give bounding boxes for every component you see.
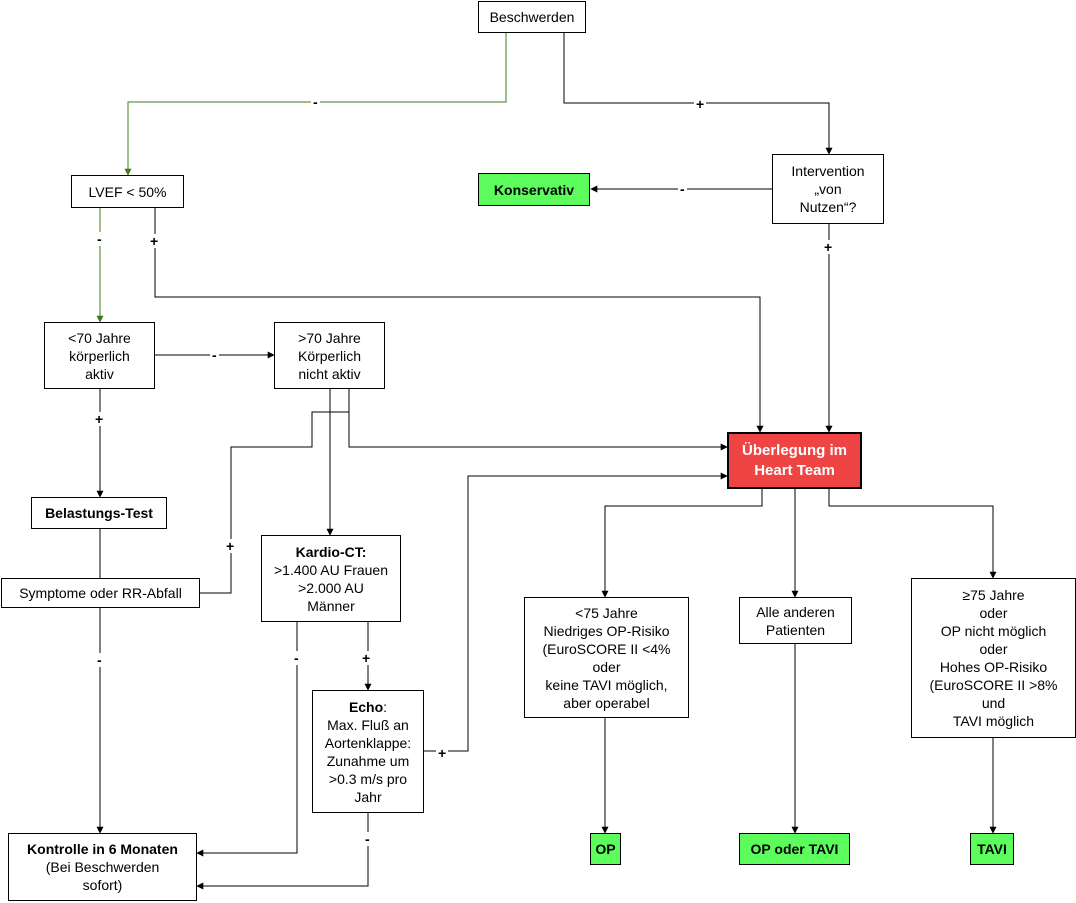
label-minus-intervention-konservativ: - xyxy=(678,181,687,197)
node-echo: Echo: Max. Fluß an Aortenklappe: Zunahme… xyxy=(312,690,424,813)
label-plus-intervention-heartteam: + xyxy=(822,239,835,255)
node-heart-team: Überlegung im Heart Team xyxy=(727,432,862,489)
node-kardio-ct-title: Kardio-CT: xyxy=(295,543,367,560)
node-kardio-ct: Kardio-CT: >1.400 AU Frauen >2.000 AU Mä… xyxy=(261,535,401,622)
edge-kardioct-kontrolle xyxy=(196,622,298,857)
node-op-oder-tavi-text: OP oder TAVI xyxy=(750,841,839,857)
label-minus-jung-alt: - xyxy=(210,347,219,363)
node-kontrolle: Kontrolle in 6 Monaten (Bei Beschwerden … xyxy=(8,833,197,901)
node-echo-title: Echo xyxy=(348,698,384,715)
edge-lvef-heartteam xyxy=(154,208,764,433)
label-plus-kardioct-echo: + xyxy=(360,650,373,666)
edge-beschwerden-intervention xyxy=(563,32,833,155)
node-jung-aktiv: <70 Jahre körperlich aktiv xyxy=(44,322,155,389)
node-unter75: <75 Jahre Niedriges OP-Risiko (EuroSCORE… xyxy=(524,597,689,718)
label-minus-symptome-kontrolle: - xyxy=(95,652,104,668)
node-op: OP xyxy=(590,833,621,865)
node-konservativ-text: Konservativ xyxy=(493,181,575,198)
node-tavi-text: TAVI xyxy=(977,841,1007,857)
node-unter75-text: <75 Jahre Niedriges OP-Risiko (EuroSCORE… xyxy=(542,604,671,711)
label-minus-echo-kontrolle: - xyxy=(363,831,372,847)
edge-symptome-heartteam xyxy=(200,411,349,594)
node-kardio-ct-body: >1.400 AU Frauen >2.000 AU Männer xyxy=(273,561,389,614)
node-symptome: Symptome oder RR-Abfall xyxy=(1,578,200,608)
node-intervention: Intervention „von Nutzen“? xyxy=(772,154,884,224)
node-kontrolle-title: Kontrolle in 6 Monaten xyxy=(27,841,178,857)
label-plus-jung-belastung: + xyxy=(93,411,106,427)
node-belastungstest: Belastungs-Test xyxy=(31,497,167,529)
node-echo-body: : Max. Fluß an Aortenklappe: Zunahme um … xyxy=(324,698,412,805)
node-belastungstest-text: Belastungs-Test xyxy=(45,505,153,521)
node-tavi: TAVI xyxy=(970,833,1014,865)
label-plus-echo-heartteam: + xyxy=(436,745,449,761)
node-ueber75-text: ≥75 Jahre oder OP nicht möglich oder Hoh… xyxy=(929,587,1058,729)
label-minus-lvef-jung: - xyxy=(95,231,104,247)
node-lvef: LVEF < 50% xyxy=(71,175,184,208)
node-ueber75: ≥75 Jahre oder OP nicht möglich oder Hoh… xyxy=(911,578,1076,738)
label-plus-lvef-heartteam: + xyxy=(148,233,161,249)
edge-heartteam-ueber75 xyxy=(828,489,997,579)
node-op-oder-tavi: OP oder TAVI xyxy=(739,833,850,865)
node-alt-inaktiv-text: >70 Jahre Körperlich nicht aktiv xyxy=(297,329,362,382)
node-op-text: OP xyxy=(595,841,616,857)
label-plus-beschwerden-intervention: + xyxy=(694,96,707,112)
node-lvef-text: LVEF < 50% xyxy=(88,183,167,200)
node-konservativ: Konservativ xyxy=(478,173,590,206)
edge-echo-kontrolle xyxy=(196,813,369,890)
label-plus-symptome-heartteam: + xyxy=(224,538,237,554)
node-symptome-text: Symptome oder RR-Abfall xyxy=(19,585,182,601)
node-alt-inaktiv: >70 Jahre Körperlich nicht aktiv xyxy=(274,322,385,389)
edge-heartteam-unter75 xyxy=(601,489,763,598)
label-minus-beschwerden-lvef: - xyxy=(311,94,320,110)
edge-alt-heartteam xyxy=(348,389,728,451)
node-intervention-text: Intervention „von Nutzen“? xyxy=(791,163,865,215)
node-kontrolle-body: (Bei Beschwerden sofort) xyxy=(45,859,160,893)
node-beschwerden-text: Beschwerden xyxy=(489,9,575,25)
node-jung-aktiv-text: <70 Jahre körperlich aktiv xyxy=(68,329,131,382)
node-beschwerden: Beschwerden xyxy=(478,1,586,33)
node-alle-anderen: Alle anderen Patienten xyxy=(739,597,852,644)
node-alle-anderen-text: Alle anderen Patienten xyxy=(756,603,835,638)
label-minus-kardioct-kontrolle: - xyxy=(292,650,301,666)
node-heart-team-text: Überlegung im Heart Team xyxy=(741,441,847,479)
